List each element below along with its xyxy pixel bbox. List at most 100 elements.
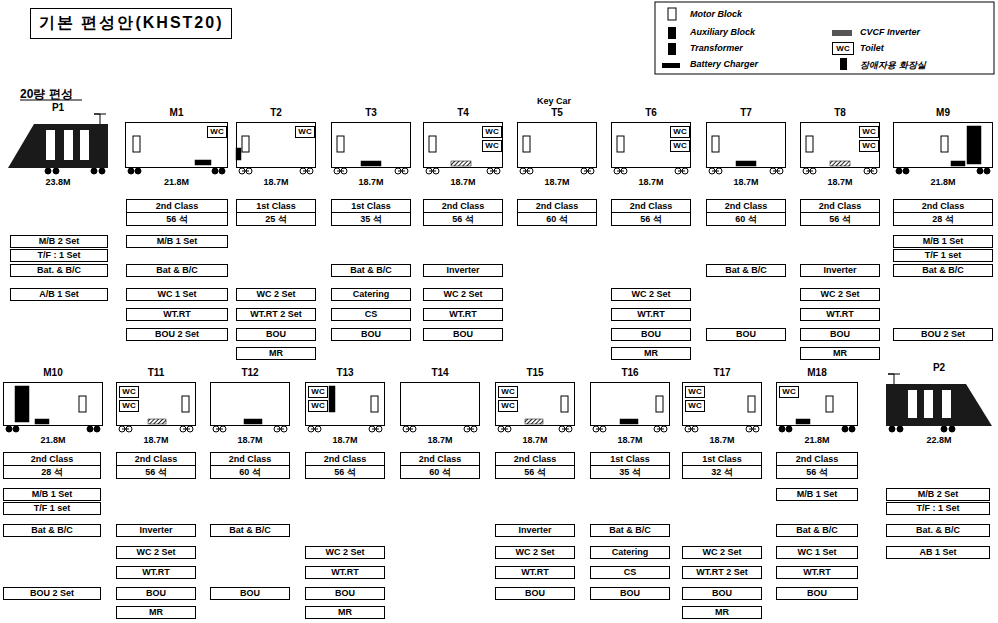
box-text: T/F : 1 Set	[11, 250, 107, 261]
car-length: 18.7M	[527, 177, 587, 187]
car-length: 18.7M	[220, 435, 280, 445]
box-text: 2nd Class	[401, 453, 479, 465]
equipment-box: 1st Class	[590, 452, 670, 466]
bogie	[596, 429, 603, 430]
car-body: T4WCWC	[423, 122, 503, 168]
equipment-box: WT.RT	[800, 308, 880, 321]
box-text: 60 석	[518, 213, 596, 225]
car-number: T13	[296, 367, 394, 379]
cvcf-inverter	[525, 419, 543, 424]
car-equipment	[128, 136, 225, 174]
equipment-box: 60 석	[706, 212, 786, 226]
bogie	[372, 429, 379, 430]
equipment-block	[736, 161, 756, 166]
equipment-box: M/B 1 Set	[3, 488, 101, 501]
locomotive-panel	[46, 130, 55, 160]
motor-block-sample	[668, 8, 676, 20]
equipment-box: WC 2 Set	[682, 546, 762, 559]
cvcf-inverter	[830, 161, 850, 166]
equipment-block	[967, 126, 981, 164]
bogie	[311, 429, 318, 430]
box-text: WC	[671, 127, 689, 137]
toilet-box: WC	[670, 126, 690, 138]
car-equipment	[45, 168, 105, 174]
equipment-box: MR	[682, 606, 762, 619]
box-text: 1st Class	[332, 200, 410, 212]
motor-block	[79, 396, 86, 412]
equipment-box: Bat. & B/C	[10, 264, 108, 277]
equipment-box: WC 2 Set	[423, 288, 503, 301]
car-length: 18.7M	[410, 435, 470, 445]
equipment-box: 2nd Class	[116, 452, 196, 466]
box-text: Bat & B/C	[127, 265, 227, 276]
box-text: Bat. & B/C	[11, 265, 107, 276]
box-text: 35 석	[332, 213, 410, 225]
car-equipment	[709, 136, 783, 174]
legend-text: Battery Charger	[690, 59, 758, 69]
equipment-box: 2nd Class	[800, 199, 880, 213]
box-text: Inverter	[496, 525, 574, 536]
car-length: 18.7M	[315, 435, 375, 445]
equipment-box: CS	[331, 308, 411, 321]
bogie	[617, 171, 624, 172]
car-number: T14	[391, 367, 489, 379]
box-text: 56 석	[127, 213, 227, 225]
box-text: 25 석	[237, 213, 315, 225]
legend-swatch	[668, 27, 676, 39]
box-text: WC 1 Set	[127, 289, 227, 300]
legend-swatch	[668, 43, 676, 55]
equipment-box: 2nd Class	[3, 452, 101, 466]
equipment-box: BOU	[706, 328, 786, 341]
bogie	[688, 429, 695, 430]
equipment-box: BOU	[423, 328, 503, 341]
equipment-box: WC 2 Set	[611, 288, 691, 301]
box-text: MR	[612, 348, 690, 359]
box-text: BOU	[801, 329, 879, 340]
box-text: BOU	[612, 329, 690, 340]
equipment-box: WT.RT	[305, 566, 385, 579]
motor-block	[429, 136, 436, 152]
power-car: P1	[8, 118, 108, 168]
equipment-box: 60 석	[210, 465, 290, 479]
box-text: 56 석	[612, 213, 690, 225]
equipment-box: Bat & B/C	[706, 264, 786, 277]
box-text: WC 2 Set	[683, 547, 761, 558]
bogie	[122, 429, 129, 430]
car-number: T5	[508, 107, 606, 119]
wheel	[45, 168, 51, 174]
equipment-box: M/B 1 Set	[126, 235, 228, 248]
car-number: T16	[581, 367, 679, 379]
car-body: M9	[893, 122, 993, 168]
car-number: T12	[201, 367, 299, 379]
car-length: 21.8M	[147, 177, 207, 187]
wheel	[87, 426, 93, 432]
car-length: 18.7M	[692, 435, 752, 445]
locomotive-shape	[886, 378, 992, 426]
motor-block	[561, 396, 568, 412]
legend-frame	[655, 2, 994, 74]
box-text: 2nd Class	[612, 200, 690, 212]
box-text: BOU 2 Set	[127, 329, 227, 340]
bogie	[806, 171, 813, 172]
equipment-box: Catering	[331, 288, 411, 301]
box-text: T/F : 1 Set	[887, 503, 989, 514]
wheel	[889, 426, 895, 432]
box-text: WC	[309, 387, 327, 397]
car-body: T2WC	[236, 122, 316, 168]
title-text: 기본 편성안(KHST20)	[39, 14, 223, 31]
wheel	[779, 426, 785, 432]
equipment-box: 2nd Class	[210, 452, 290, 466]
car-number: T15	[486, 367, 584, 379]
toilet-box: WC	[207, 126, 227, 138]
box-text: Catering	[591, 547, 669, 558]
equipment-box: M/B 1 Set	[776, 488, 858, 501]
legend-swatch	[662, 63, 680, 68]
wheel	[212, 168, 218, 174]
wheel	[977, 168, 983, 174]
car-body: T8WCWC	[800, 122, 880, 168]
locomotive-panel	[64, 130, 73, 160]
bogie	[216, 429, 223, 430]
box-text: 60 석	[211, 466, 289, 478]
equipment-box: 56 석	[305, 465, 385, 479]
